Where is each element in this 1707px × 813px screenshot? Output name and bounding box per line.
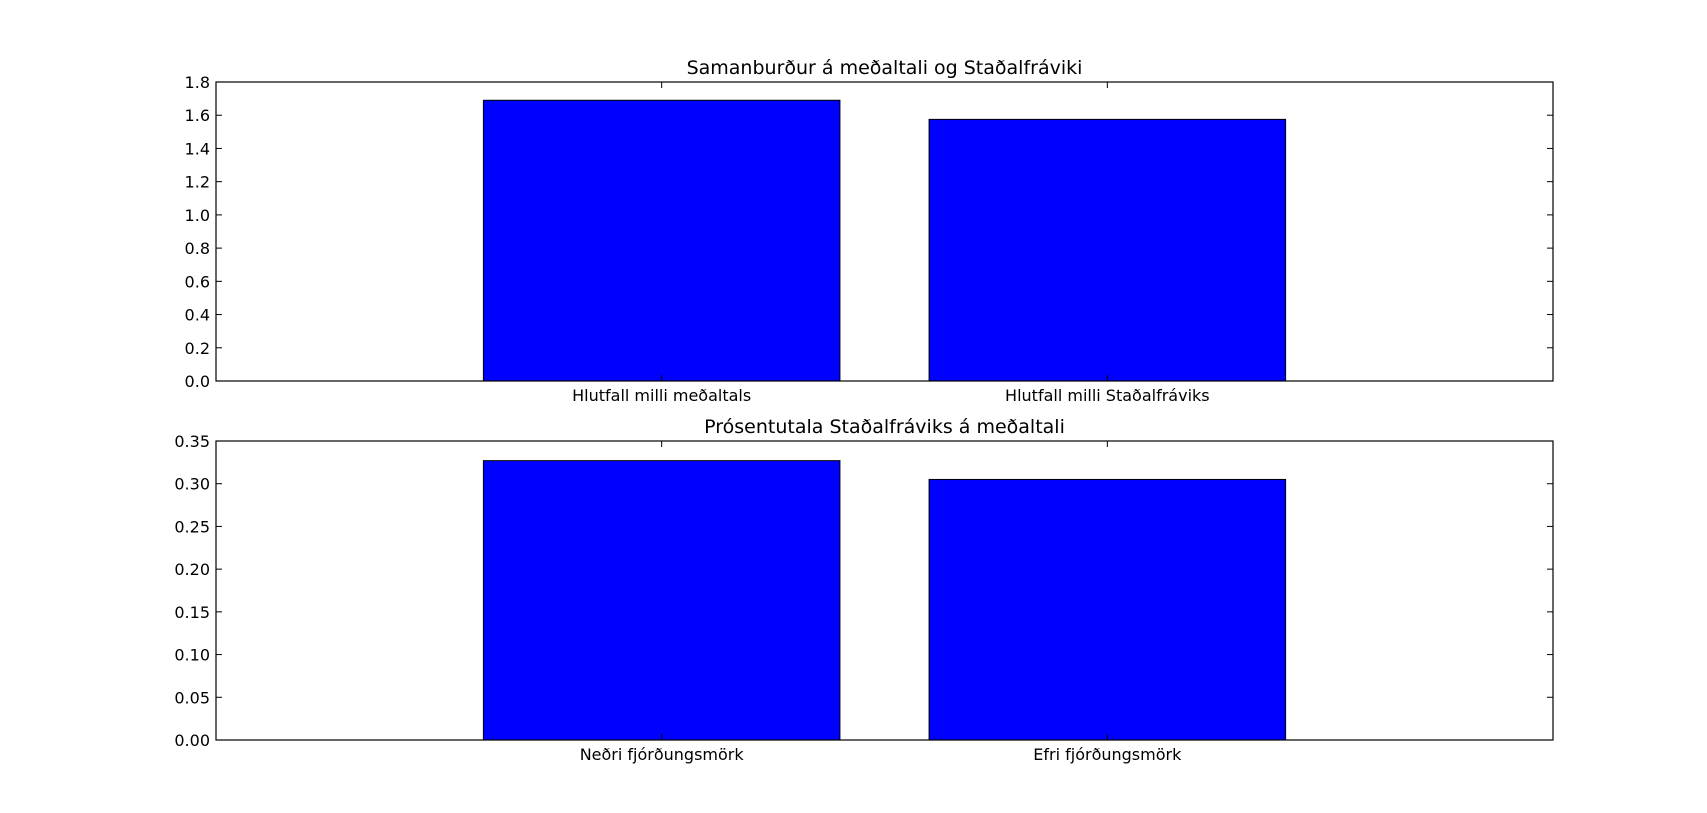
bar-1: [482, 460, 841, 741]
y-tick-label: 1.0: [185, 206, 210, 225]
y-tick-label: 0.25: [174, 517, 210, 536]
axes-frame: [215, 440, 1554, 741]
y-tick-label: 0.4: [185, 306, 210, 325]
chart-title: Samanburður á meðaltali og Staðalfráviki: [687, 57, 1083, 79]
y-tick-label: 1.8: [185, 73, 210, 92]
y-tick-label: 0.15: [174, 603, 210, 622]
y-tick-label: 1.2: [185, 173, 210, 192]
y-tick-label: 0.30: [174, 475, 210, 494]
x-category-label: Efri fjórðungsmörk: [1033, 745, 1182, 764]
y-tick-label: 0.8: [185, 239, 210, 258]
y-tick-label: 0.2: [185, 339, 210, 358]
y-tick-label: 0.35: [174, 432, 210, 451]
x-category-label: Neðri fjórðungsmörk: [580, 745, 745, 764]
y-tick-label: 0.10: [174, 646, 210, 665]
x-category-label: Hlutfall milli Staðalfráviks: [1005, 386, 1210, 405]
bar-2: [928, 478, 1287, 741]
y-tick-label: 1.4: [185, 139, 210, 158]
subplot-percentage: Prósentutala Staðalfráviks á meðaltali 0.…: [174, 416, 1554, 764]
y-tick-label: 0.6: [185, 272, 210, 291]
subplot-comparison: Samanburður á meðaltali og Staðalfráviki…: [185, 57, 1554, 405]
y-tick-label: 0.00: [174, 731, 210, 750]
bar-2: [928, 118, 1287, 382]
chart-title: Prósentutala Staðalfráviks á meðaltali: [704, 416, 1065, 438]
axes-frame: [215, 81, 1554, 382]
y-tick-label: 0.05: [174, 688, 210, 707]
bar-1: [482, 99, 841, 382]
x-category-label: Hlutfall milli meðaltals: [572, 386, 751, 405]
y-tick-label: 0.0: [185, 372, 210, 391]
y-tick-label: 0.20: [174, 560, 210, 579]
y-tick-label: 1.6: [185, 106, 210, 125]
